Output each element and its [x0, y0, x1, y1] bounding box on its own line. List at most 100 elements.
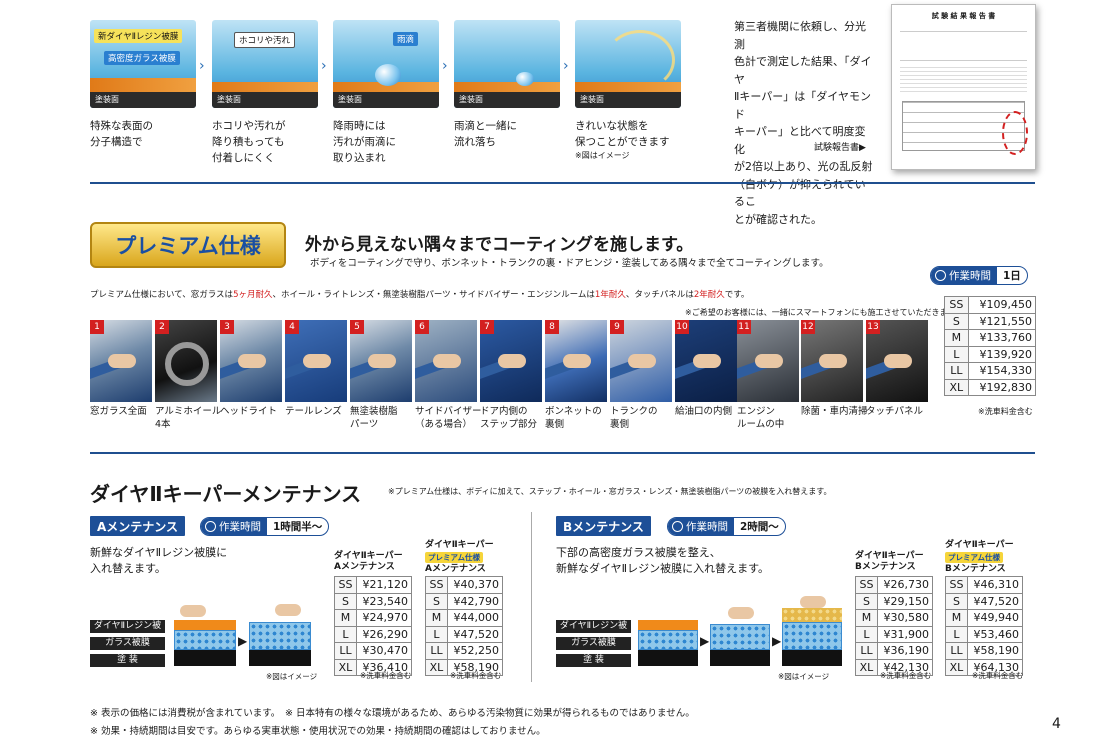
premium-subtitle: ボディをコーティングで守り、ボンネット・トランクの裏・ドアヒンジ・塗装してある隅…	[310, 258, 829, 269]
a-maintenance-label: Aメンテナンス	[90, 516, 186, 536]
part-photo-12: 12	[801, 320, 863, 402]
table-row: SS¥40,370	[425, 576, 504, 594]
part-photo-13: 13	[866, 320, 928, 402]
a-diagram-before	[174, 620, 236, 630]
table-row: LL¥36,190	[855, 642, 934, 660]
paint-layer-label: 塗 装	[90, 654, 165, 667]
table-row: S¥121,550	[944, 312, 1037, 330]
table-row: L¥26,290	[334, 625, 413, 643]
table-row: S¥29,150	[855, 592, 934, 610]
divider	[90, 452, 1035, 454]
footnote-2: ※ 効果・持続期間は目安です。あらゆる実車状態・使用状況での効果・持続期間の確認…	[90, 726, 546, 737]
part-photo-4: 4	[285, 320, 347, 402]
part-photo-2: 2	[155, 320, 217, 402]
glass-tag: 高密度ガラス被膜	[104, 51, 180, 65]
step-1-caption: 特殊な表面の分子構造で	[90, 120, 153, 148]
image-note: ※図はイメージ	[778, 672, 830, 681]
resin-tag: 新ダイヤⅡレジン被膜	[94, 29, 183, 43]
premium-title: 外から見えない隅々までコーティングを施します。	[305, 235, 694, 255]
step-1-image: 塗装面 新ダイヤⅡレジン被膜 高密度ガラス被膜	[90, 20, 196, 108]
table-row: M¥24,970	[334, 609, 413, 627]
raindrop-icon	[516, 72, 534, 86]
glass-layer	[174, 630, 236, 650]
divider	[90, 182, 1035, 184]
b-time: 作業時間 2時間〜	[667, 517, 786, 536]
table-row: L¥31,900	[855, 625, 934, 643]
paint-layer-label: 塗 装	[556, 654, 631, 667]
sponge-icon	[728, 607, 754, 619]
premium-time: 作業時間 1日	[930, 266, 1028, 285]
highlight-circle	[1002, 111, 1028, 155]
table-row: SS¥46,310	[945, 576, 1024, 594]
chevron-right-icon: ›	[442, 58, 448, 74]
a-price-table: SS¥21,120 S¥23,540 M¥24,970 L¥26,290 LL¥…	[334, 576, 413, 676]
b-wash-note-1: ※洗車料金含む	[880, 671, 932, 680]
part-label-7: ドア内側のステップ部分	[480, 406, 538, 430]
part-label-6: サイドバイザー（ある場合）	[415, 406, 482, 430]
part-photo-5: 5	[350, 320, 412, 402]
paint-label: 塗装面	[459, 95, 483, 104]
table-row: L¥53,460	[945, 625, 1024, 643]
paint-layer	[710, 650, 770, 666]
part-label-8: ボンネットの裏側	[545, 406, 602, 430]
paint-label: 塗装面	[217, 95, 241, 104]
b-diagram-step-3	[782, 608, 842, 622]
chevron-right-icon: ›	[563, 58, 569, 74]
resin-layer-label: ダイヤⅡレジン被膜	[90, 620, 165, 644]
paint-label: 塗装面	[580, 95, 604, 104]
arrow-right-icon: ▶	[772, 634, 782, 648]
table-row: LL¥58,190	[945, 642, 1024, 660]
step-4-image: 塗装面	[454, 20, 560, 108]
raindrop-tag: 雨滴	[393, 32, 419, 46]
step-3-image: 塗装面 雨滴	[333, 20, 439, 108]
part-label-10: 給油口の内側	[675, 406, 733, 417]
report-doc-title: 試 験 結 果 報 告 書	[931, 12, 996, 20]
chevron-right-icon: ›	[321, 58, 327, 74]
step-4-caption: 雨滴と一緒に流れ落ち	[454, 120, 517, 148]
table-row: M¥44,000	[425, 609, 504, 627]
premium-price-table: SS¥109,450 S¥121,550 M¥133,760 L¥139,920…	[944, 296, 1037, 396]
maintenance-title: ダイヤⅡキーパーメンテナンス	[90, 482, 362, 506]
glass-layer-label: ガラス被膜	[556, 637, 631, 650]
report-document: 試 験 結 果 報 告 書	[891, 4, 1036, 170]
glass-layer	[782, 622, 842, 650]
arrow-right-icon: ▶	[700, 634, 710, 648]
part-label-5: 無塗装樹脂パーツ	[350, 406, 398, 430]
b-price-table: SS¥26,730 S¥29,150 M¥30,580 L¥31,900 LL¥…	[855, 576, 934, 676]
step-5-caption: きれいな状態を保つことができます ※図はイメージ	[575, 120, 670, 160]
step-2-caption: ホコリや汚れが降り積もっても付着しにくく	[212, 120, 286, 164]
a-wash-note-1: ※洗車料金含む	[360, 671, 412, 680]
table-row: LL¥154,330	[944, 362, 1037, 380]
table-row: SS¥21,120	[334, 576, 413, 594]
report-link[interactable]: 試験報告書▶	[814, 143, 866, 153]
step-3-caption: 降雨時には汚れが雨滴に取り込まれ	[333, 120, 396, 164]
table-row: XL¥192,830	[944, 378, 1037, 396]
table-row: M¥49,940	[945, 609, 1024, 627]
glass-layer	[638, 630, 698, 650]
part-photo-10: 10	[675, 320, 737, 402]
paint-layer	[249, 650, 311, 666]
clock-icon	[935, 270, 946, 281]
a-premium-price-table: SS¥40,370 S¥42,790 M¥44,000 L¥47,520 LL¥…	[425, 576, 504, 676]
table-row: XL¥42,130	[855, 658, 934, 676]
image-note: ※図はイメージ	[266, 672, 318, 681]
premium-note: プレミアム仕様において、窓ガラスは5ヶ月耐久、ホイール・ライトレンズ・無塗装樹脂…	[90, 290, 750, 300]
premium-badge: プレミアム仕様	[90, 222, 286, 268]
part-label-3: ヘッドライト	[220, 406, 278, 417]
paint-layer	[638, 650, 698, 666]
part-photo-3: 3	[220, 320, 282, 402]
arrow-right-icon: ▶	[238, 634, 248, 648]
table-row: M¥133,760	[944, 329, 1037, 347]
part-photo-1: 1	[90, 320, 152, 402]
rainbow-icon	[605, 30, 675, 90]
part-label-4: テールレンズ	[285, 406, 342, 417]
wash-note: ※洗車料金含む	[978, 407, 1033, 416]
table-row: LL¥30,470	[334, 642, 413, 660]
glass-layer-label: ガラス被膜	[90, 637, 165, 650]
table-row: XL¥36,410	[334, 658, 413, 676]
table-row: S¥23,540	[334, 592, 413, 610]
